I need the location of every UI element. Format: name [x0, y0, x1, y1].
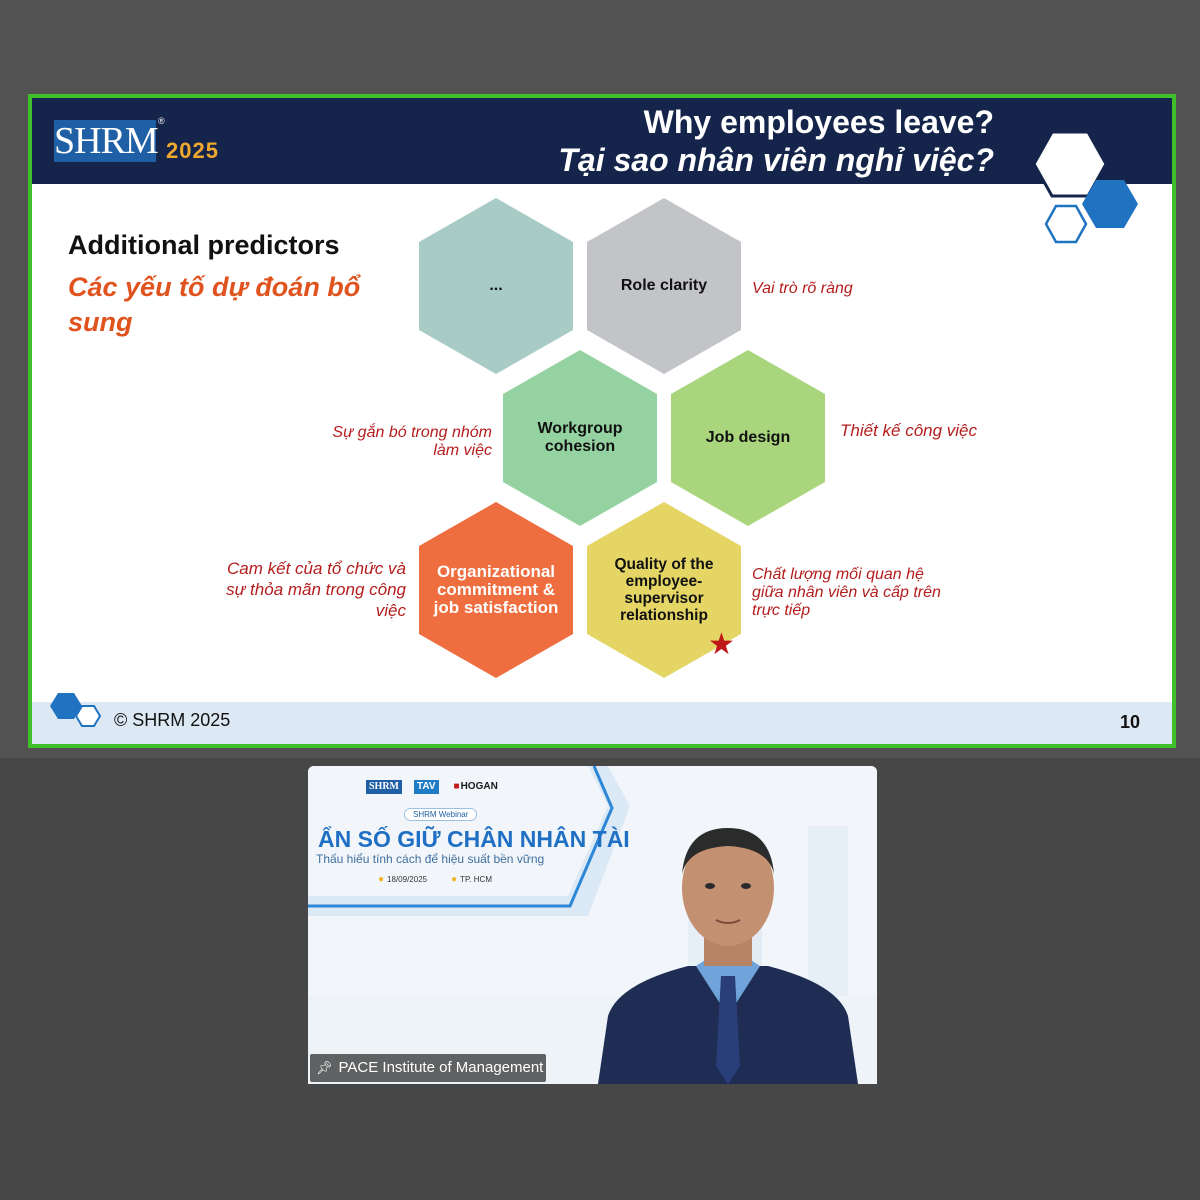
hexagon-label: Job design	[705, 429, 791, 446]
webinar-badge: SHRM Webinar	[404, 808, 478, 821]
footer-hex-blue	[50, 693, 82, 719]
hexagon-ellipsis: ...	[419, 198, 573, 374]
participant-avatar	[598, 828, 858, 1084]
note-org-commitment: Cam kết của tổ chức và sự thỏa mãn trong…	[226, 559, 406, 620]
hexagon-label: Quality of the employee-supervisor relat…	[614, 556, 714, 624]
hair	[682, 828, 774, 874]
sponsor-logo: TAV	[414, 780, 439, 794]
logo-year: 2025	[166, 138, 219, 163]
note-job-design: Thiết kế công việc	[840, 421, 978, 440]
slide-header	[32, 98, 1172, 184]
hexagon-org-commitment: Organizational commitment & job satisfac…	[419, 502, 573, 678]
hexagon-label: Organizational commitment & job satisfac…	[433, 562, 559, 617]
shared-slide: SHRM ® 2025 Why employees leave? Tại sao…	[28, 94, 1176, 748]
event-location: TP. HCM	[451, 874, 492, 885]
sponsor-logo: HOGAN	[451, 780, 501, 794]
hexagon-job-design: Job design	[671, 350, 825, 526]
eye-right	[741, 883, 751, 889]
note-role-clarity: Vai trò rõ ràng	[752, 280, 853, 297]
hexagon-label: ...	[489, 277, 503, 294]
backdrop-stripe	[308, 766, 630, 916]
participant-name-tag: 📌︎ PACE Institute of Management	[310, 1054, 546, 1082]
mouth	[715, 919, 741, 924]
event-subtitle: Thấu hiểu tính cách để hiệu suất bền vữn…	[316, 852, 545, 866]
face	[682, 830, 774, 946]
pin-icon[interactable]: 📌︎	[316, 1060, 333, 1075]
necktie	[716, 976, 740, 1084]
subtitle-vi: Các yếu tố dự đoán bổ sung	[68, 272, 361, 337]
note-supervisor-relationship: Chất lượng mối quan hệ giữa nhân viên và…	[752, 566, 941, 619]
eye-left	[705, 883, 715, 889]
shrm-logo: SHRM	[54, 120, 159, 162]
sponsor-logo: SHRM	[366, 780, 402, 794]
footer-hex-outline	[74, 705, 102, 727]
event-title: ẨN SỐ GIỮ CHÂN NHÂN TÀI	[318, 826, 630, 852]
hexagon-label: Role clarity	[620, 277, 708, 294]
event-meta: 18/09/2025 TP. HCM	[378, 874, 492, 885]
hexagon-label: Workgroup cohesion	[537, 420, 623, 455]
sponsor-logos: SHRM TAV HOGAN	[366, 780, 501, 794]
slide-title-en: Why employees leave?	[643, 104, 994, 140]
registered-mark: ®	[158, 116, 165, 126]
event-date: 18/09/2025	[378, 874, 427, 885]
deco-hex-small	[1044, 204, 1088, 244]
footer-hexagon-icon	[50, 693, 102, 727]
participant-video-tile[interactable]: SHRM TAV HOGAN SHRM Webinar ẨN SỐ GIỮ CH…	[308, 766, 877, 1084]
backdrop-line	[308, 766, 614, 908]
copyright: © SHRM 2025	[114, 710, 231, 730]
deco-hex-outline	[1032, 130, 1108, 198]
hexagon-workgroup-cohesion: Workgroup cohesion	[503, 350, 657, 526]
hexagon-role-clarity: Role clarity	[587, 198, 741, 374]
participant-name: PACE Institute of Management	[338, 1059, 544, 1076]
slide-footer	[32, 702, 1172, 744]
deco-hex-blue	[1082, 180, 1138, 228]
star-icon: ★	[708, 628, 735, 661]
hexagon-decoration-icon	[1032, 130, 1138, 244]
note-workgroup-cohesion: Sự gắn bó trong nhóm làm việc	[332, 424, 492, 459]
subtitle-en: Additional predictors	[68, 230, 340, 260]
page-number: 10	[1120, 712, 1141, 732]
slide-title-vi: Tại sao nhân viên nghỉ việc?	[558, 142, 994, 178]
